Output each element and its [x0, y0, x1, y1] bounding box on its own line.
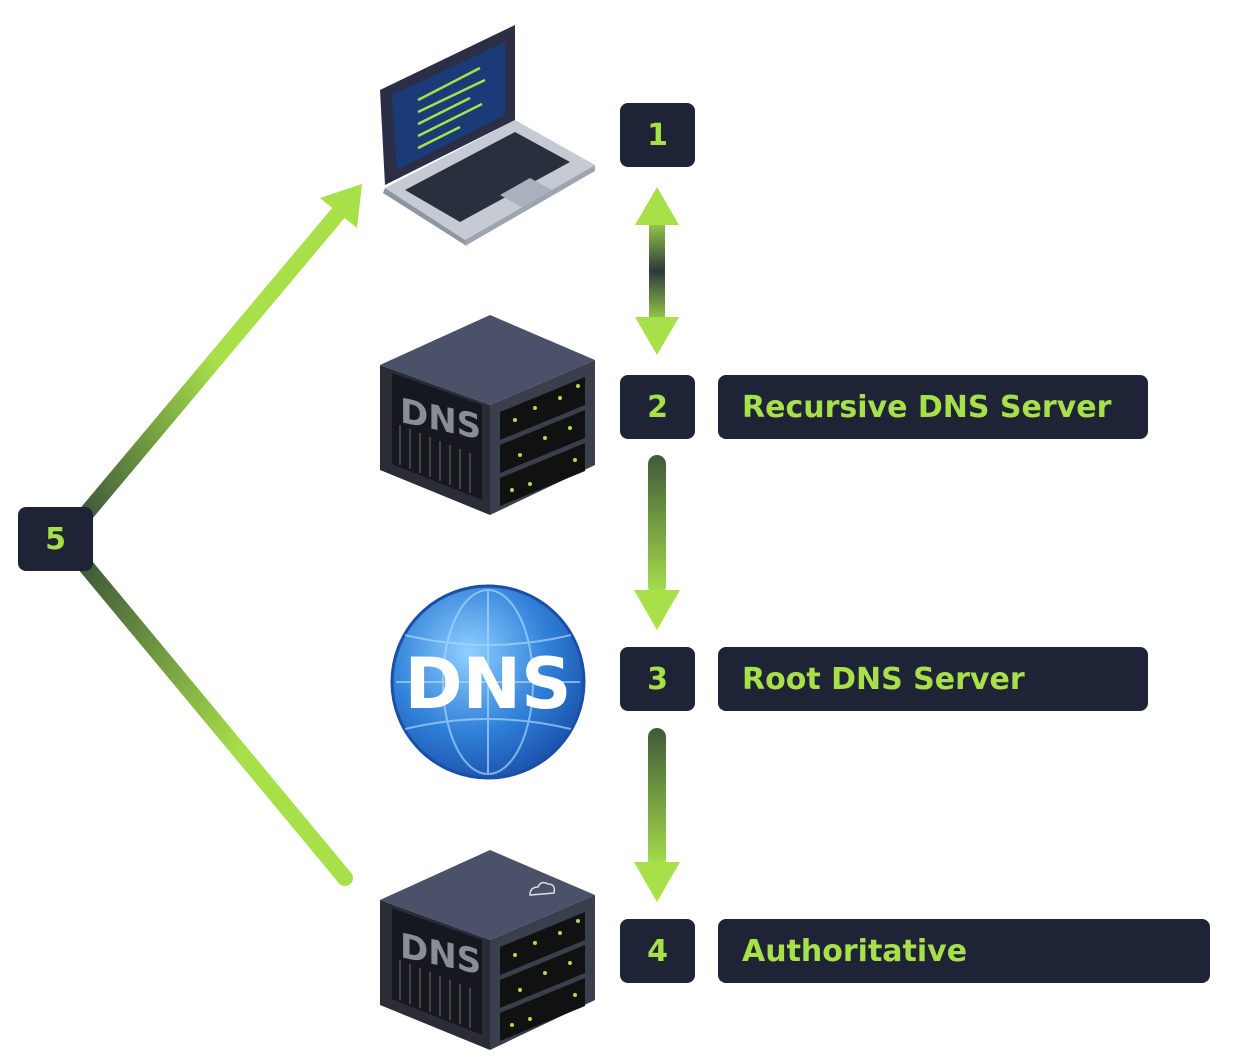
step-2-badge: 2 [620, 375, 695, 439]
step-number: 5 [45, 521, 66, 557]
step-number: 1 [647, 117, 668, 153]
recursive-dns-server-label: Recursive DNS Server [718, 375, 1148, 439]
arrow-1-2-bidirectional [635, 187, 679, 355]
step-number: 4 [647, 933, 668, 969]
cloud-icon [529, 881, 556, 896]
laptop-icon [380, 25, 595, 246]
step-number: 2 [647, 389, 668, 425]
step-4-badge: 4 [620, 919, 695, 983]
step-3-badge: 3 [620, 647, 695, 711]
dns-server-icon: DNS [379, 314, 596, 516]
globe-dns-text: DNS [404, 643, 571, 725]
line-5-to-authoritative [77, 557, 353, 886]
authoritative-label: Authoritative [718, 919, 1210, 983]
step-5-badge: 5 [18, 507, 93, 571]
step-1-badge: 1 [620, 103, 695, 167]
label-text: Recursive DNS Server [742, 389, 1112, 425]
step-number: 3 [647, 661, 668, 697]
dns-cloud-server-icon: DNS [379, 849, 596, 1051]
label-text: Authoritative [742, 933, 968, 969]
label-text: Root DNS Server [742, 661, 1025, 697]
arrow-3-4 [634, 728, 680, 902]
arrow-2-3 [634, 455, 680, 630]
arrow-5-to-laptop [77, 184, 362, 523]
root-dns-server-label: Root DNS Server [718, 647, 1148, 711]
dns-globe-icon: DNS [390, 584, 586, 780]
